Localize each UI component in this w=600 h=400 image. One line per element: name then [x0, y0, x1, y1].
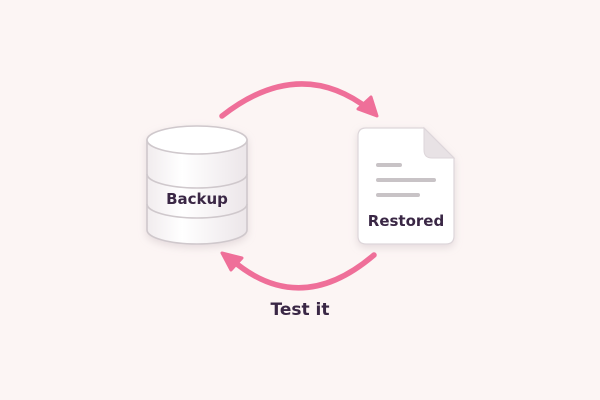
database-icon: [146, 125, 248, 245]
arrow-to-restored: [219, 81, 379, 119]
document-lines: [376, 163, 436, 197]
restored-label: Restored: [367, 212, 445, 230]
arrow-to-backup: [220, 251, 377, 291]
caption-test-it: Test it: [270, 300, 330, 320]
document-icon: [357, 126, 456, 245]
backup-label: Backup: [166, 190, 228, 208]
